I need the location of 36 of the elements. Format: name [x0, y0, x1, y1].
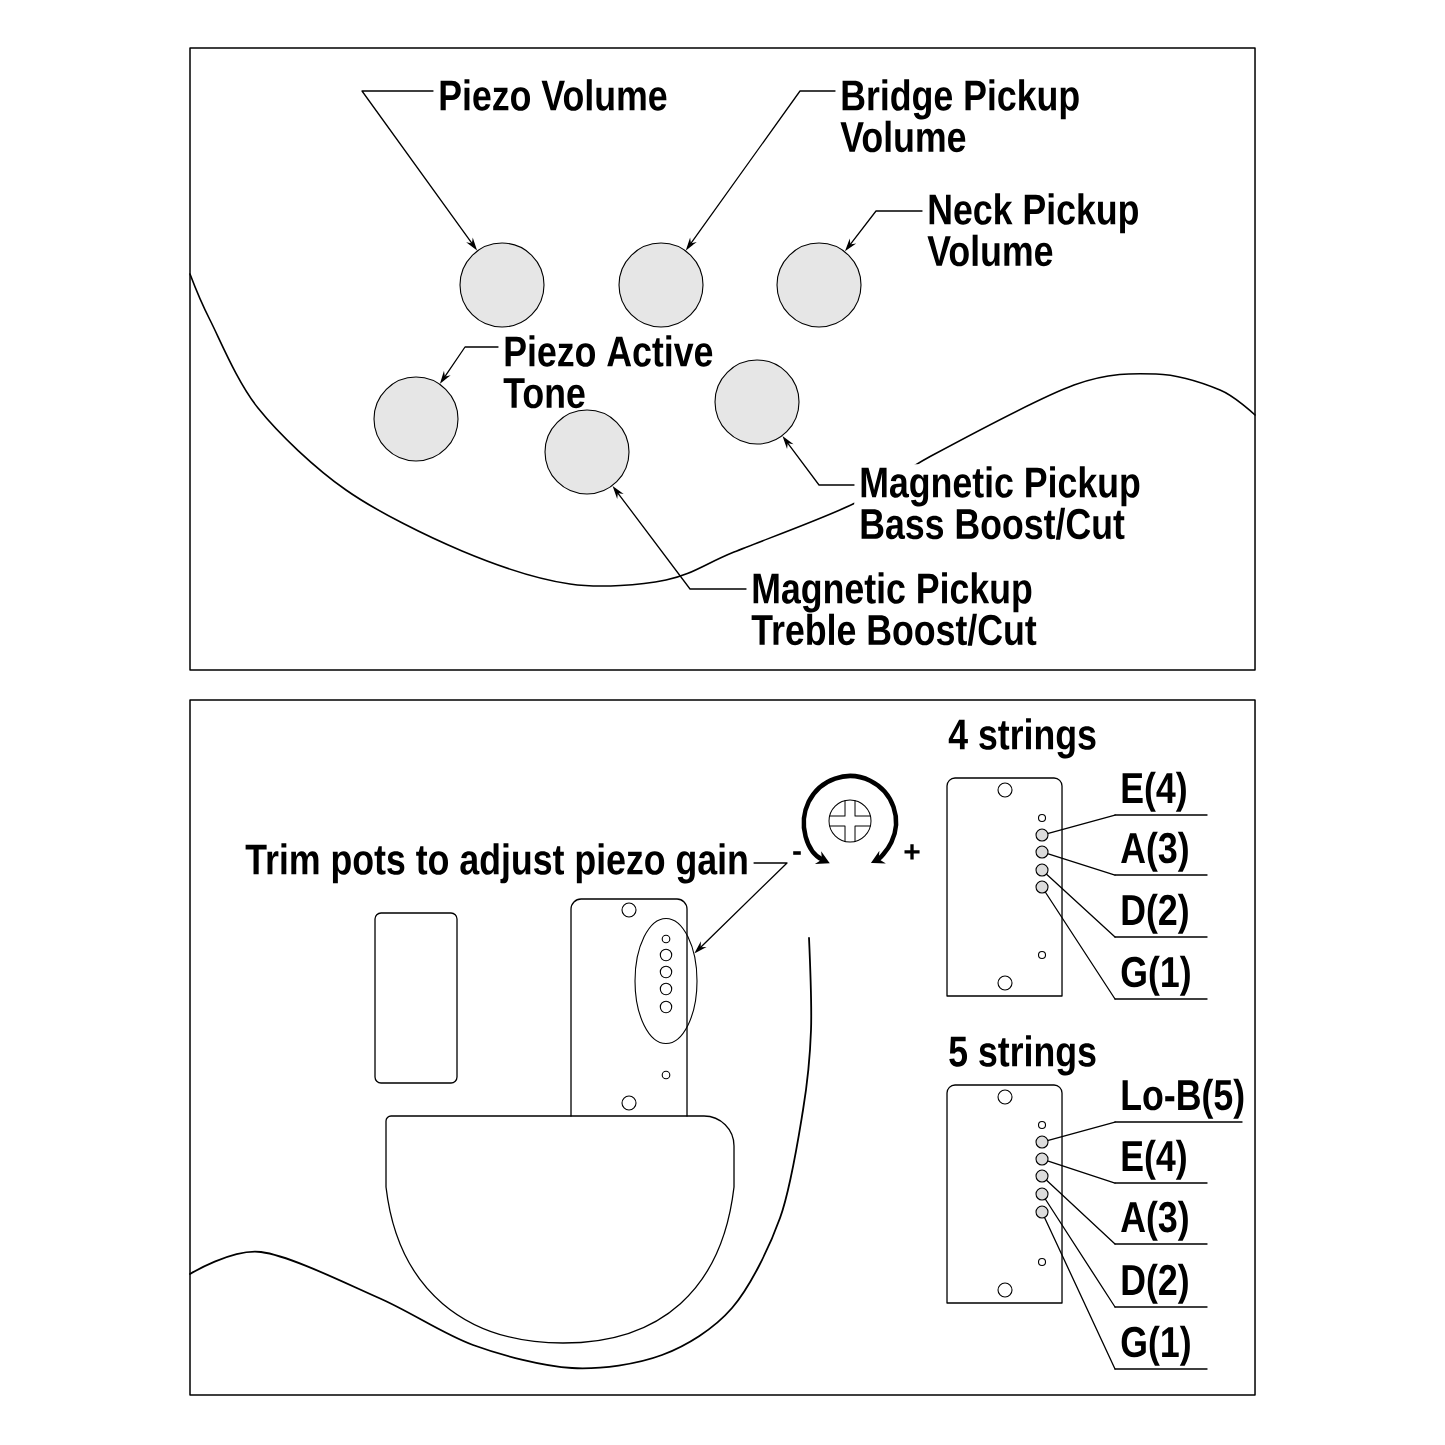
- string-label: D(2): [1114, 893, 1208, 938]
- control-knob: [776, 242, 862, 328]
- leader-line: [1047, 1121, 1116, 1141]
- callout-label: Piezo Volume: [433, 77, 673, 113]
- string-label: G(1): [1114, 955, 1208, 1000]
- control-knob: [714, 359, 800, 445]
- string-label: D(2): [1114, 1263, 1208, 1308]
- leader-line: [1044, 1217, 1116, 1370]
- leader-line: [1044, 891, 1116, 1000]
- control-knob: [459, 242, 545, 328]
- leader-line: [1046, 1179, 1116, 1245]
- string-label: A(3): [1114, 1200, 1208, 1245]
- control-knob: [544, 409, 630, 495]
- leader-line: [1047, 853, 1116, 876]
- string-label: Lo-B(5): [1114, 1078, 1244, 1123]
- section-heading: 5 strings: [949, 1035, 1096, 1076]
- string-label: E(4): [1114, 1139, 1208, 1184]
- callout-label: Magnetic Pickup Bass Boost/Cut: [854, 464, 1146, 542]
- plus-sign: +: [904, 844, 920, 860]
- control-knob: [618, 242, 704, 328]
- string-label: E(4): [1114, 771, 1208, 816]
- leader-line: [1047, 814, 1116, 834]
- control-knob: [373, 376, 459, 462]
- callout-label: Magnetic Pickup Treble Boost/Cut: [746, 570, 1042, 648]
- leader-line: [1046, 873, 1116, 938]
- callout-label: Piezo Active Tone: [498, 333, 719, 411]
- callout-label: Bridge Pickup Volume: [835, 77, 1086, 155]
- callout-label: Neck Pickup Volume: [922, 191, 1145, 269]
- callout-label: Trim pots to adjust piezo gain: [240, 841, 754, 886]
- highlight-ellipse: [634, 917, 698, 1045]
- leader-line: [1044, 1198, 1116, 1308]
- minus-sign: -: [793, 851, 801, 855]
- string-label: G(1): [1114, 1325, 1208, 1370]
- string-label: A(3): [1114, 831, 1208, 876]
- section-heading: 4 strings: [948, 718, 1096, 759]
- leader-line: [1047, 1160, 1116, 1184]
